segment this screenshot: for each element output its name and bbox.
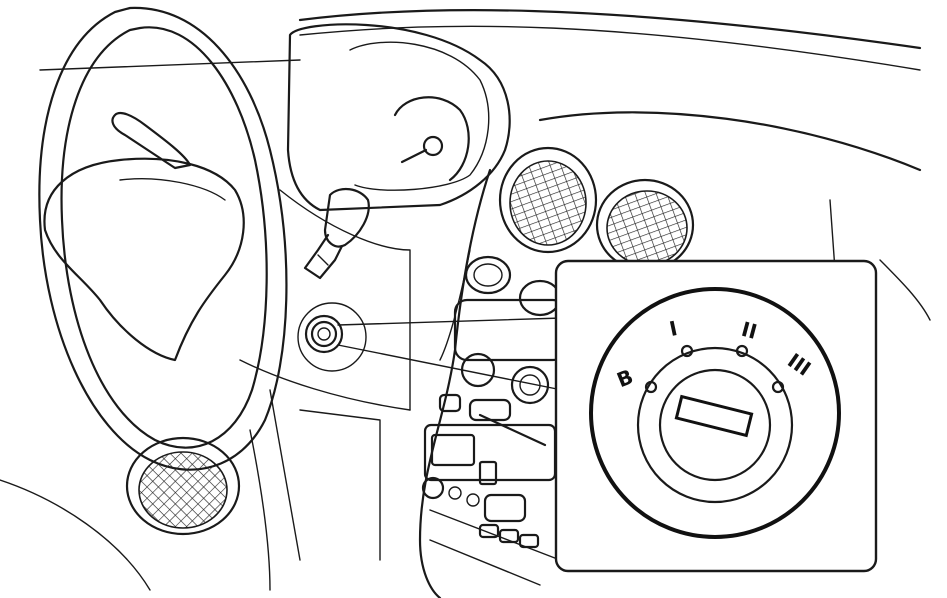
center-console — [418, 168, 567, 598]
callout-lines — [337, 317, 563, 391]
lower-panel — [0, 189, 411, 591]
air-vent-left — [498, 146, 598, 254]
instrument-cluster — [286, 23, 511, 212]
ignition-switch-detail — [589, 287, 841, 539]
ignition-lock — [297, 302, 367, 372]
dashboard-top — [39, 9, 931, 321]
speaker-grille — [125, 436, 241, 536]
air-vent-right — [595, 178, 695, 272]
steering-wheel — [38, 6, 288, 471]
light-stalk — [303, 187, 370, 280]
position-label-ii: II — [739, 317, 760, 344]
